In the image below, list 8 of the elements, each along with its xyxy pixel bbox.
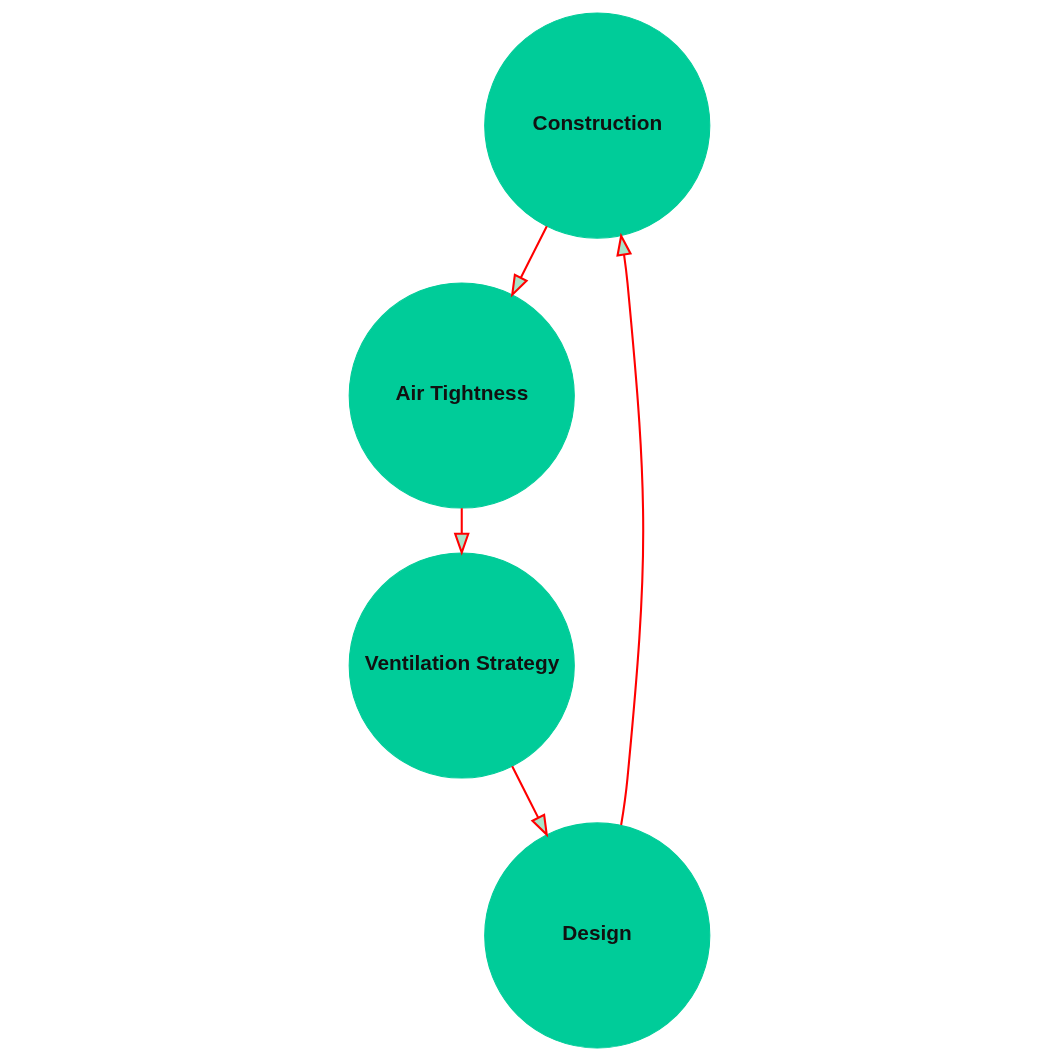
arrow (453, 508, 470, 556)
node-circle: Air Tightness (348, 282, 575, 509)
node-circle: Ventilation Strategy (348, 552, 575, 779)
arrow (510, 765, 548, 838)
node-circle: Construction (483, 12, 710, 239)
node-circle: Design (483, 822, 710, 1049)
arrow (615, 232, 644, 826)
arrow (510, 225, 548, 298)
